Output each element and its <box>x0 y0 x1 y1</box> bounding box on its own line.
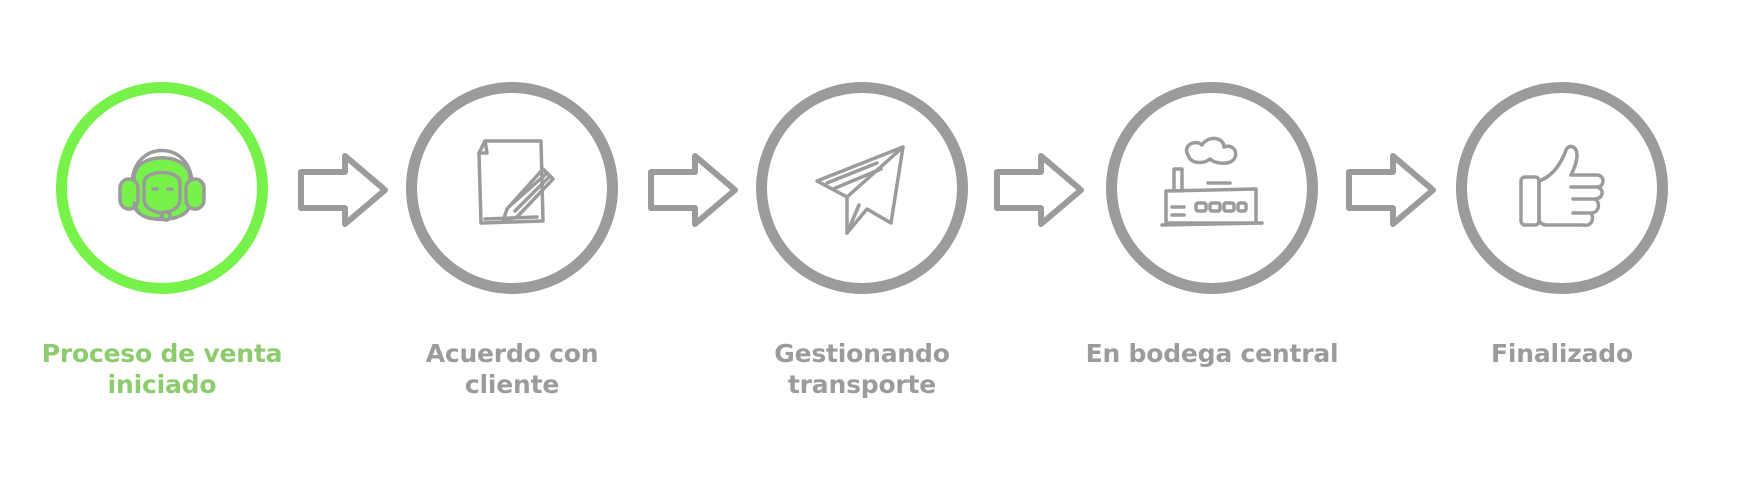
headset-icon <box>118 148 206 222</box>
arrow-right-icon <box>648 153 738 227</box>
step-circle <box>756 82 968 294</box>
arrow-right-icon <box>994 153 1084 227</box>
step-label: Finalizado <box>1491 339 1633 368</box>
arrow-right-icon <box>298 153 388 227</box>
step-label: En bodega central <box>1085 339 1339 368</box>
thumbs-up-icon <box>1519 144 1605 228</box>
step-circle <box>406 82 618 294</box>
step-circle <box>1106 82 1318 294</box>
step-label: Acuerdo con cliente <box>425 339 599 399</box>
factory-icon <box>1160 136 1264 227</box>
document-pencil-icon <box>477 139 555 225</box>
arrow-right-icon <box>1346 153 1436 227</box>
step-circle <box>1456 82 1668 294</box>
step-label: Proceso de venta iniciado <box>41 339 283 399</box>
step-circle <box>56 82 268 294</box>
paper-plane-icon <box>815 145 905 235</box>
step-label: Gestionando transporte <box>774 339 950 399</box>
